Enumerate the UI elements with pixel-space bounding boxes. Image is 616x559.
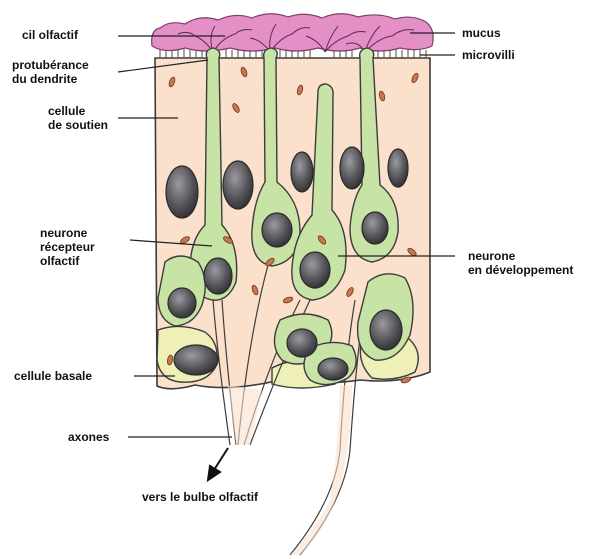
label-axones: axones [68, 430, 109, 444]
label-cellule-soutien: cellule de soutien [48, 104, 108, 132]
label-mucus: mucus [462, 26, 501, 40]
label-cil-olfactif: cil olfactif [22, 28, 78, 42]
label-neurone-recepteur: neurone récepteur olfactif [40, 226, 95, 268]
arrow-to-bulb [208, 448, 228, 480]
label-neurone-developpement: neurone en développement [468, 249, 573, 277]
label-protuberance-dendrite: protubérance du dendrite [12, 58, 89, 86]
label-microvilli: microvilli [462, 48, 515, 62]
mucus-layer [152, 14, 433, 51]
label-vers-bulbe-olfactif: vers le bulbe olfactif [142, 490, 258, 504]
axon-lower-shaft [228, 385, 262, 445]
label-cellule-basale: cellule basale [14, 369, 92, 383]
axon-right-shaft [290, 385, 352, 555]
